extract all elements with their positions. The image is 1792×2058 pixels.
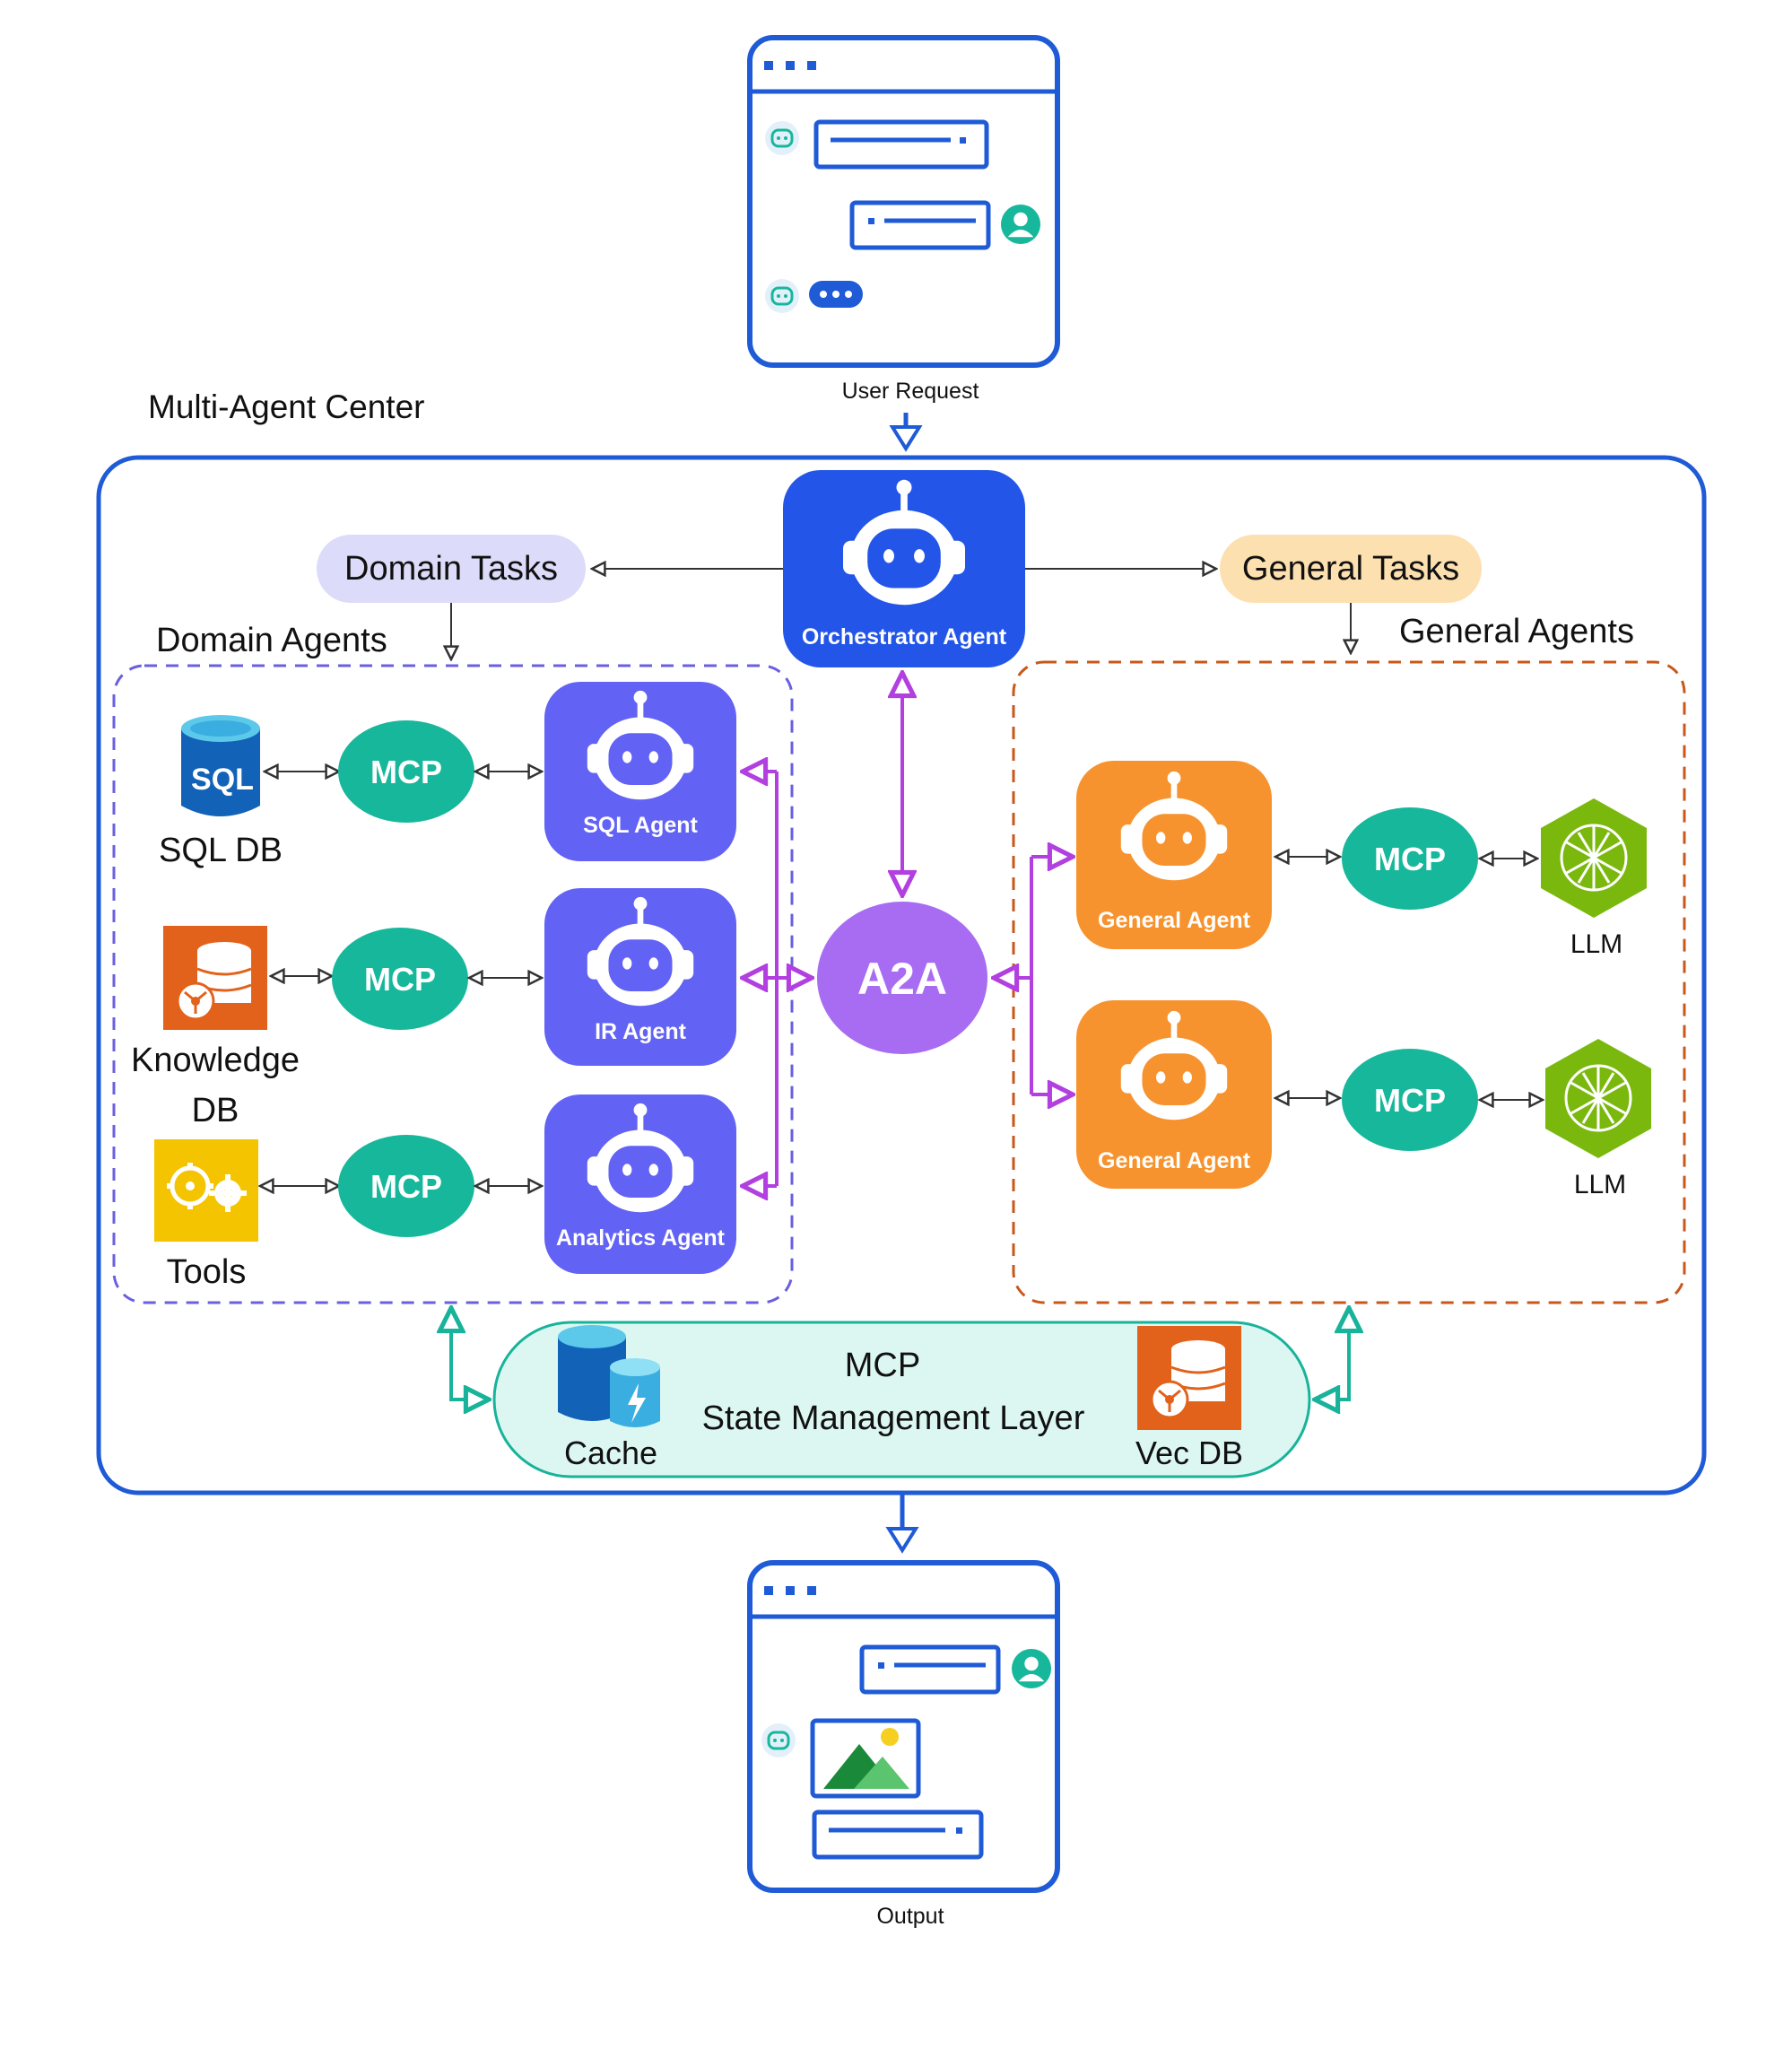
output-arrow [885,1494,919,1554]
llm-icon [1545,1039,1651,1158]
analytics-agent-label: Analytics Agent [556,1225,726,1251]
sql-agent-label: SQL Agent [583,813,698,838]
user-request-label: User Request [842,379,979,404]
analytics-agent: Analytics Agent [544,1094,736,1274]
mcp-node: MCP [338,1135,474,1237]
orchestrator-agent: Orchestrator Agent [783,470,1025,667]
user-avatar-icon [1012,1649,1051,1688]
cache-icon [558,1325,660,1427]
user-request-arrow [889,413,923,452]
output-window [747,1560,1060,1893]
domain-tasks-label: Domain Tasks [344,550,558,588]
llm-label: LLM [1570,929,1622,959]
general-a2a-links [994,857,1073,1094]
state-layer-line1: MCP [845,1347,920,1384]
multi-agent-center-frame [96,455,1707,1496]
general-agents-group [1012,660,1686,1304]
sql-database-icon: SQL [181,715,260,816]
general-agents-label: General Agents [1399,613,1634,650]
llm-icon [1541,798,1647,918]
sql-icon-text: SQL [191,763,254,797]
ir-agent: IR Agent [544,888,736,1066]
a2a-hub: A2A [817,902,987,1054]
tools-label: Tools [167,1253,247,1291]
bot-avatar-icon [764,120,800,156]
state-layer-line2: State Management Layer [702,1400,1085,1437]
general-tasks-pill: General Tasks [1220,535,1482,603]
domain-a2a-links [743,772,812,1186]
general-agent: General Agent [1076,761,1272,949]
mcp-node: MCP [1342,807,1478,910]
vec-db-label: Vec DB [1135,1434,1243,1471]
user-request-window [747,35,1060,368]
knowledge-db-icon [163,926,267,1030]
mcp-label: MCP [370,1168,442,1205]
mcp-label: MCP [1374,841,1446,877]
knowledge-db-label-line2: DB [192,1092,239,1129]
tools-icon [154,1139,258,1242]
sql-db-label: SQL DB [159,832,283,869]
a2a-label: A2A [857,954,947,1004]
bot-avatar-icon [761,1722,796,1758]
center-title: Multi-Agent Center [148,388,424,425]
mcp-node: MCP [338,720,474,823]
mcp-node: MCP [1342,1049,1478,1151]
orchestrator-label: Orchestrator Agent [802,624,1007,650]
knowledge-db-label-line1: Knowledge [131,1042,300,1079]
mcp-label: MCP [370,754,442,790]
general-agent-label: General Agent [1098,1148,1251,1173]
vec-db-icon [1137,1326,1241,1430]
state-management-layer: MCP State Management Layer Cache Vec DB [492,1321,1311,1478]
sql-agent: SQL Agent [544,682,736,861]
cache-label: Cache [564,1434,657,1471]
user-avatar-icon [1001,205,1040,244]
mcp-label: MCP [364,961,436,998]
domain-agents-label: Domain Agents [156,622,387,659]
general-agent: General Agent [1076,1000,1272,1189]
mcp-node: MCP [332,928,468,1030]
output-label: Output [876,1904,944,1929]
bot-avatar-icon [764,278,800,314]
llm-label: LLM [1574,1170,1626,1199]
domain-tasks-pill: Domain Tasks [317,535,586,603]
image-result-icon [810,1718,921,1799]
state-layer-links [451,1308,1349,1400]
mcp-label: MCP [1374,1082,1446,1119]
general-tasks-label: General Tasks [1242,550,1459,588]
ir-agent-label: IR Agent [595,1019,687,1044]
general-agent-label: General Agent [1098,908,1251,933]
